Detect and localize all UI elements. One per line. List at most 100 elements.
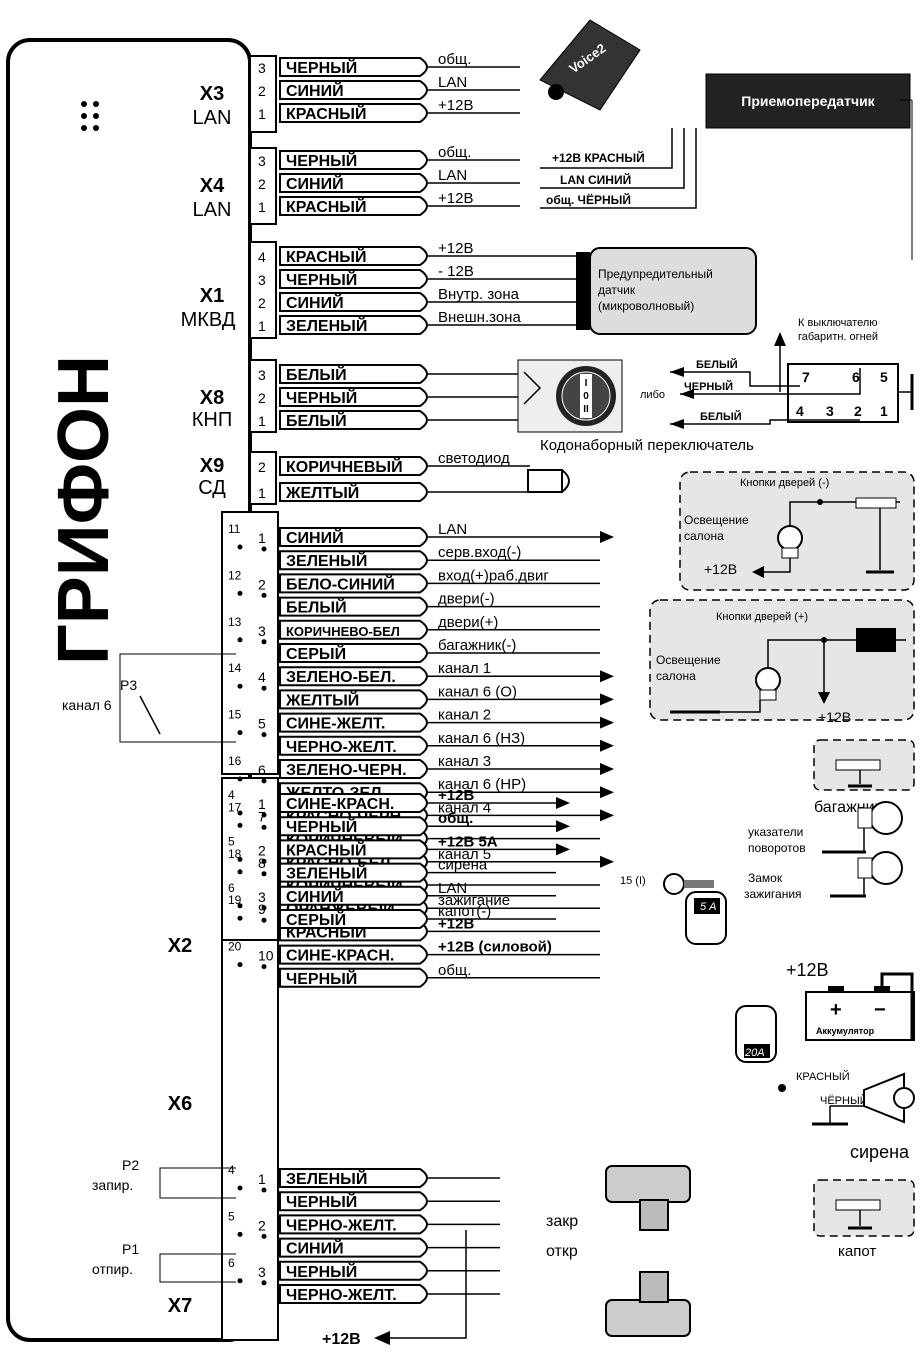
svg-text:салона: салона — [684, 529, 724, 543]
x8-wire-color: БЕЛЫЙ — [286, 365, 347, 384]
x4-signal-label: +12В — [438, 190, 473, 207]
svg-text:+12В: +12В — [786, 960, 829, 980]
svg-text:3: 3 — [826, 403, 834, 419]
junction-dot — [237, 915, 243, 921]
x3-wire-capsule — [279, 80, 428, 100]
svg-text:капот: капот — [838, 1243, 876, 1260]
x4-pin-2: 2 — [258, 176, 266, 192]
x4-signal-label: общ. — [438, 144, 471, 161]
svg-text:Кнопки дверей (+): Кнопки дверей (+) — [716, 611, 808, 623]
x2-pin-4: 4 — [258, 669, 266, 685]
x1-signal-label: +12В — [438, 240, 473, 257]
x9-label: X9 — [200, 455, 224, 477]
x6-pin-1: 1 — [258, 796, 266, 812]
svg-text:Замок: Замок — [748, 871, 783, 885]
x9-sub: СД — [198, 477, 226, 499]
x6-outer-pin-5: 5 — [228, 834, 235, 848]
voice-module: Voice2 — [539, 19, 641, 111]
x1-label: X1 — [200, 285, 224, 307]
x2-wire-capsule — [279, 944, 428, 965]
x2-signal-label: общ. — [438, 962, 471, 979]
x4-wire-color: ЧЕРНЫЙ — [286, 151, 357, 170]
x7-wire-capsule — [279, 1260, 428, 1281]
x1-frame — [249, 241, 277, 339]
x2-label: X2 — [168, 935, 192, 957]
fuse-5a: 5 А — [685, 891, 727, 945]
svg-text:II: II — [583, 404, 589, 415]
x2-signal-label: багажник(-) — [438, 637, 516, 654]
x2-signal-label: LAN — [438, 521, 467, 538]
svg-text:отпир.: отпир. — [92, 1261, 133, 1277]
junction-dot — [261, 1187, 267, 1193]
x1-wire-capsule — [279, 315, 428, 335]
x7-frame — [221, 939, 279, 1341]
svg-text:I: I — [585, 378, 588, 389]
sensor-line-2: датчик — [598, 283, 636, 297]
x8-pin-2: 2 — [258, 390, 266, 406]
arrow-icon — [600, 855, 614, 868]
x2-signal-label: вход(+)раб.двиг — [438, 567, 549, 584]
x7-wire-color: ЧЕРНО-ЖЕЛТ. — [286, 1217, 397, 1234]
svg-text:откр: откр — [546, 1243, 578, 1260]
x2-wire-capsule — [279, 643, 428, 663]
junction-dot — [261, 905, 267, 911]
x7-wire-capsule — [279, 1168, 428, 1188]
x2-pin-6: 6 — [258, 762, 266, 778]
svg-text:1: 1 — [880, 403, 888, 419]
svg-text:салона: салона — [656, 669, 696, 683]
x1-signal-label: - 12В — [438, 263, 474, 280]
x2-wire-color: БЕЛО-СИНИЙ — [286, 574, 395, 593]
lights-or: либо — [640, 389, 665, 401]
lights-caption-1: К выключателю — [798, 317, 878, 329]
arrow-icon — [600, 716, 614, 729]
svg-text:ЧЕРНЫЙ: ЧЕРНЫЙ — [684, 380, 733, 393]
x7-wire-capsule — [279, 1237, 428, 1258]
x2-wire-color: СИНИЙ — [286, 528, 344, 547]
x4-pin-3: 3 — [258, 153, 266, 169]
x2-pin-3: 3 — [258, 623, 266, 639]
x8-wire-color: ЧЕРНЫЙ — [286, 388, 357, 407]
x2-wire-capsule — [279, 596, 428, 617]
svg-text:сирена: сирена — [850, 1142, 910, 1162]
x2-frame — [221, 511, 279, 775]
x4-wire-color: КРАСНЫЙ — [286, 197, 366, 216]
unit-title: ГРИФОН — [44, 355, 124, 665]
ignition-lock: 15 (I) Замок зажигания — [620, 871, 802, 901]
svg-text:указатели: указатели — [748, 825, 803, 839]
arrow-icon — [600, 670, 614, 683]
x9-pin-2: 2 — [258, 459, 266, 475]
x3-frame — [249, 55, 277, 133]
x1-signal-label: Внутр. зона — [438, 286, 520, 303]
junction-dot — [237, 856, 243, 862]
x2-wire-color: ЧЕРНО-ЖЕЛТ. — [286, 739, 397, 756]
junction-dot — [261, 592, 267, 598]
x3-label: X3 — [200, 83, 224, 105]
svg-text:6: 6 — [852, 369, 860, 385]
lamp-icon — [755, 667, 781, 693]
x2-signal-label: канал 6 (НР) — [438, 776, 526, 793]
x1-wire-capsule — [279, 292, 428, 312]
x9-wire-capsule — [279, 456, 428, 476]
code-switch: I 0 II Кодонаборный переключатель — [517, 359, 754, 454]
x1-pin-2: 2 — [258, 295, 266, 311]
x7-outer-pin-5: 5 — [228, 1209, 235, 1223]
junction-dot — [237, 590, 243, 596]
x3-signal-label: общ. — [438, 51, 471, 68]
x7-wire-color: ЗЕЛЕНЫЙ — [286, 1169, 367, 1188]
x9-wire-capsule — [279, 482, 428, 502]
x1-wire-color: КРАСНЫЙ — [286, 247, 366, 266]
arrow-icon — [556, 797, 570, 809]
junction-dot — [237, 544, 243, 550]
x6-wire-color: СИНИЙ — [286, 887, 344, 906]
x2-signal-label: двери(+) — [438, 614, 498, 631]
x2-wire-capsule — [279, 735, 428, 756]
x6-wire-capsule — [279, 885, 428, 906]
door-buttons-pos: Кнопки дверей (+) Освещение салона +12В — [649, 599, 915, 725]
x2-outer-pin-18: 18 — [228, 847, 242, 861]
x4-label: X4 — [200, 175, 225, 197]
hood-switch: капот — [813, 1179, 915, 1260]
x4-wire-color: СИНИЙ — [286, 174, 344, 193]
x6-wire-color: КРАСНЫЙ — [286, 840, 366, 859]
